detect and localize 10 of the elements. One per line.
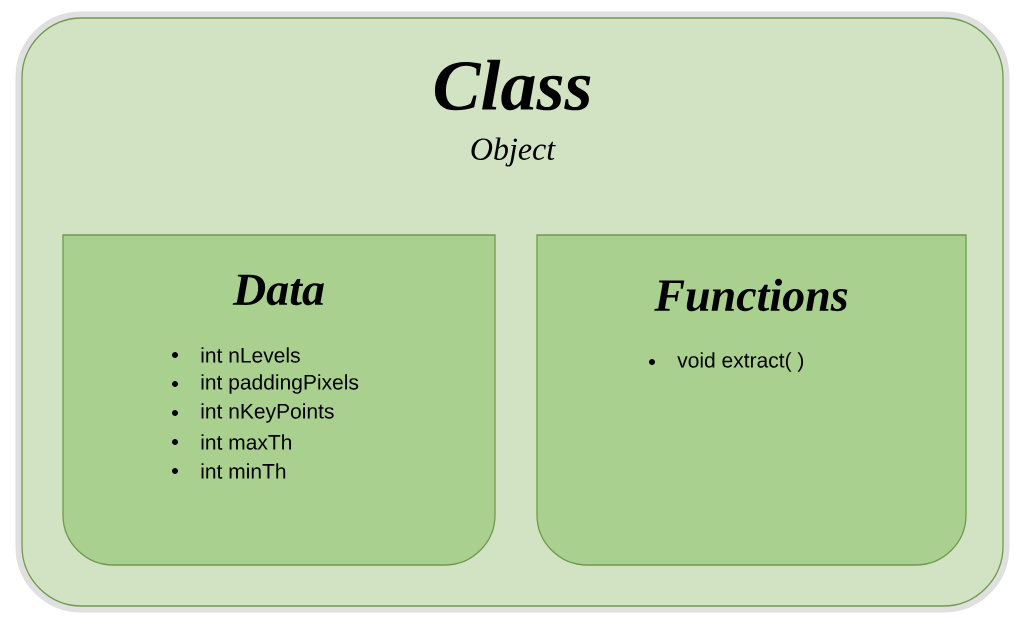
heading: Functions (654, 278, 848, 312)
heading: Class (434, 59, 591, 111)
heading: Data (232, 274, 324, 306)
list-item: void extract( ) (677, 352, 804, 372)
list-item: int paddingPixels (201, 374, 359, 394)
list-item: int minTh (201, 463, 286, 479)
list-item: int maxTh (201, 434, 291, 450)
subheading: Object (471, 137, 556, 167)
list-item: int nLevels (201, 347, 300, 363)
list-item: int nKeyPoints (201, 403, 334, 423)
